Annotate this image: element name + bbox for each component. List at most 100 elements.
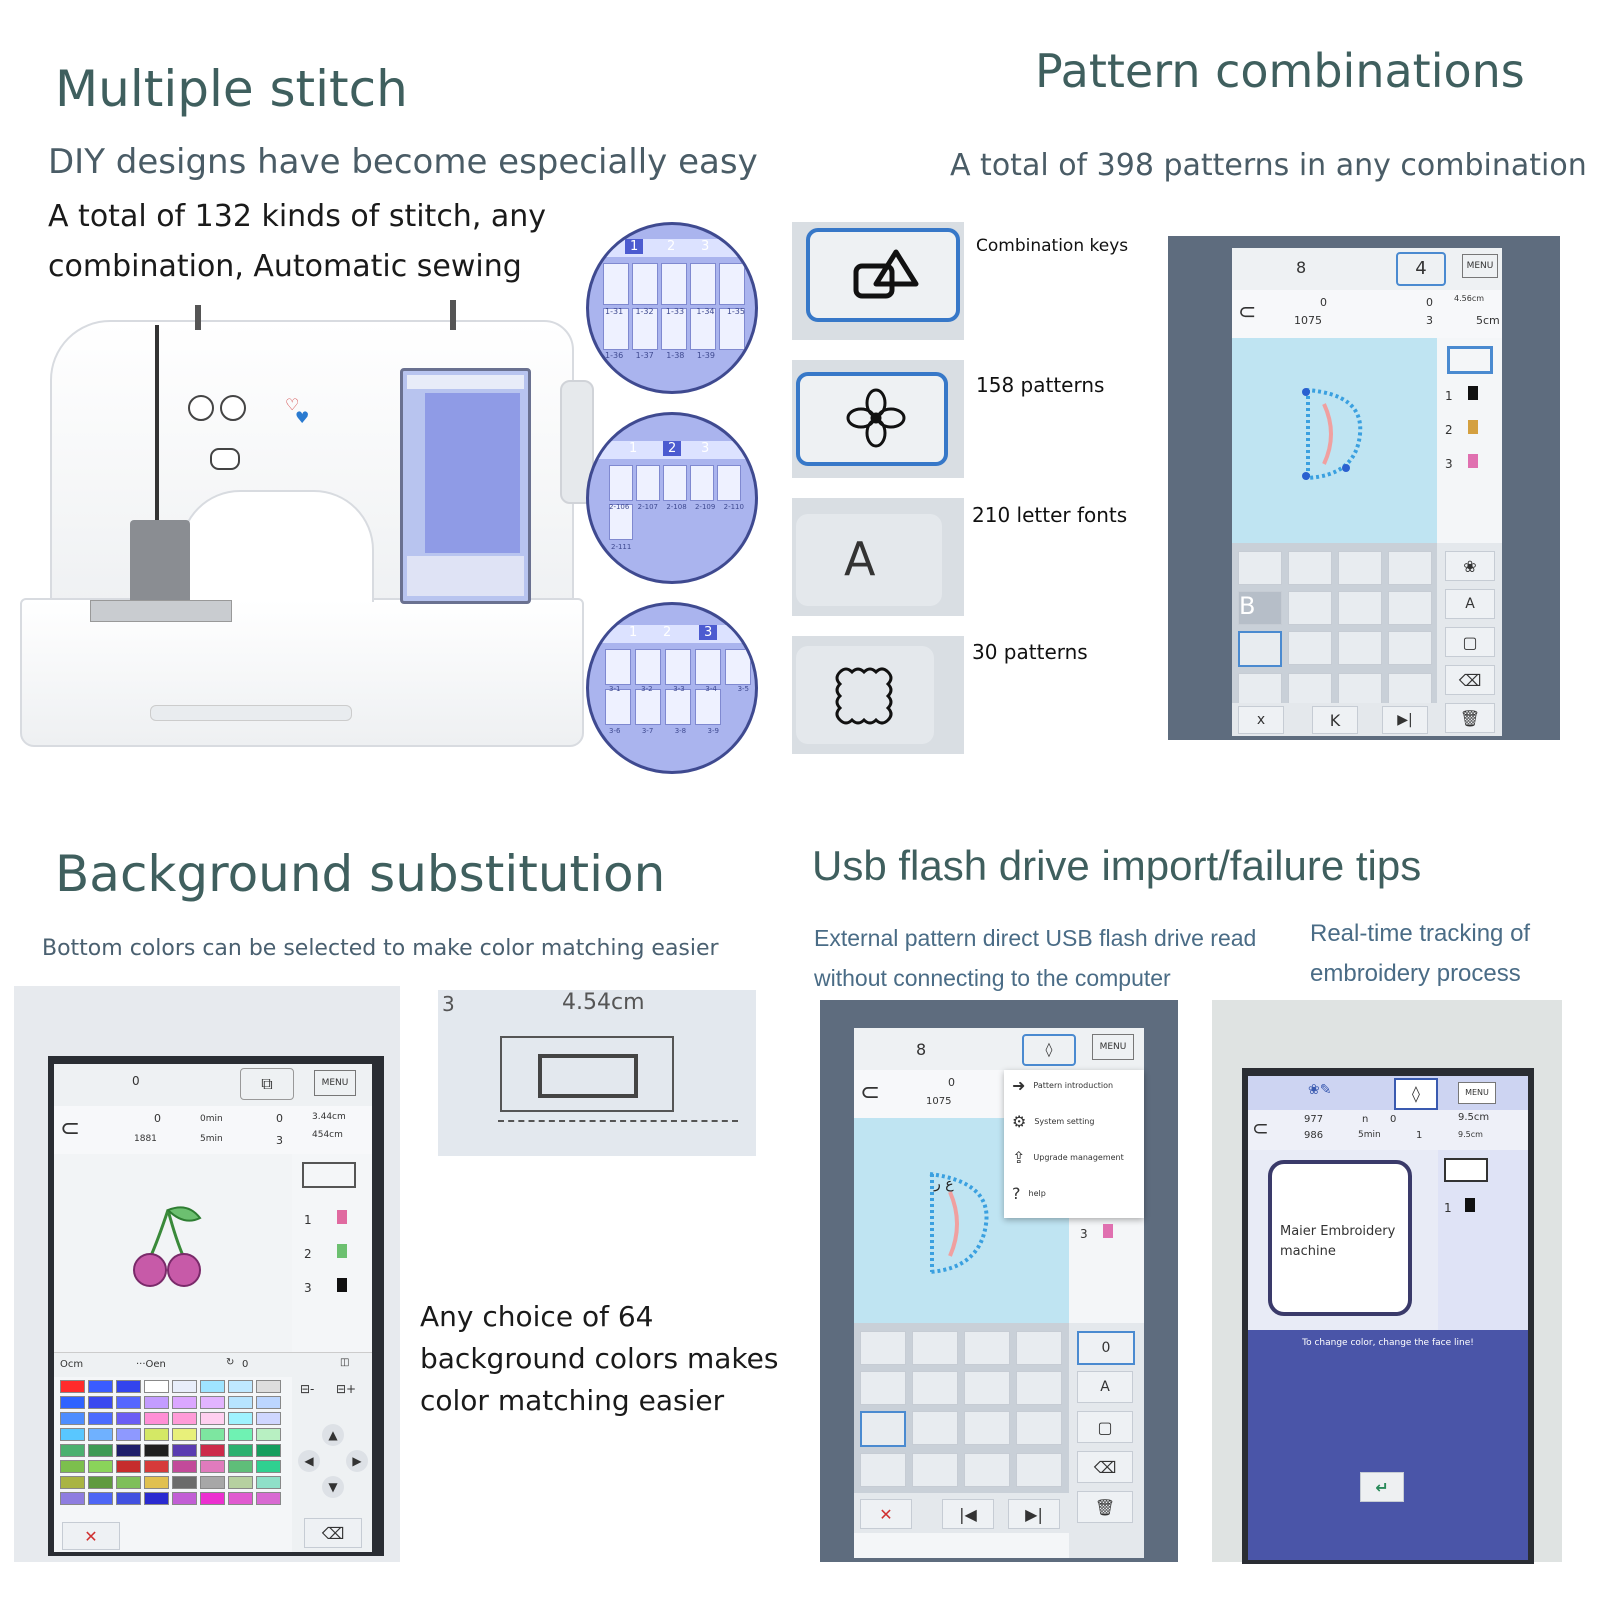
stitch-cell[interactable]	[661, 308, 687, 350]
usb-drop-button[interactable]: ◊	[1022, 1034, 1076, 1066]
menu-item-upgrade-management[interactable]: ⇪ Upgrade management	[1012, 1148, 1136, 1167]
color-swatch[interactable]	[172, 1428, 197, 1441]
color-swatch[interactable]	[88, 1380, 113, 1393]
circle-1-tab-1[interactable]: 1	[625, 239, 644, 254]
letter-cell[interactable]	[1288, 673, 1332, 707]
patterns-158-button[interactable]	[796, 372, 948, 466]
letter-key-button[interactable]: A	[1445, 589, 1495, 619]
stitch-cell[interactable]	[690, 308, 716, 350]
color-swatch[interactable]	[200, 1396, 225, 1409]
letter-cell[interactable]	[1388, 591, 1432, 625]
color-swatch[interactable]	[88, 1492, 113, 1505]
thread-row-3[interactable]: 3	[304, 1278, 348, 1295]
k-button[interactable]: K	[1312, 706, 1358, 734]
combination-key-button[interactable]	[806, 228, 960, 322]
color-swatch[interactable]	[116, 1492, 141, 1505]
patterns-30-button[interactable]	[796, 646, 934, 744]
menu-button[interactable]: MENU	[1458, 1082, 1496, 1104]
color-swatch[interactable]	[200, 1460, 225, 1473]
letter-cell[interactable]	[1388, 551, 1432, 585]
stitch-cell[interactable]	[661, 263, 687, 305]
next-button[interactable]: ▶|	[1008, 1499, 1060, 1529]
letter-cell[interactable]	[1238, 631, 1282, 667]
thread-row-1[interactable]: 1	[1445, 386, 1479, 403]
color-swatch[interactable]	[144, 1412, 169, 1425]
flower-edit-icon[interactable]: ❀✎	[1308, 1082, 1332, 1098]
thread-plus-button[interactable]: ⊟+	[336, 1382, 357, 1396]
down-arrow-button[interactable]: ▼	[322, 1476, 344, 1498]
letter-cell[interactable]	[1338, 631, 1382, 665]
color-swatch[interactable]	[88, 1460, 113, 1473]
stitch-cell[interactable]	[609, 465, 633, 501]
color-swatch[interactable]	[60, 1380, 85, 1393]
cancel-button[interactable]: ✕	[62, 1522, 120, 1550]
cut-button[interactable]	[220, 395, 246, 421]
color-swatch[interactable]	[88, 1428, 113, 1441]
color-swatch[interactable]	[228, 1444, 253, 1457]
letter-cell[interactable]	[860, 1371, 906, 1405]
color-swatch[interactable]	[88, 1412, 113, 1425]
letter-cell[interactable]	[1016, 1453, 1062, 1487]
letter-cell[interactable]	[912, 1453, 958, 1487]
color-swatch[interactable]	[60, 1444, 85, 1457]
stitch-cell[interactable]	[719, 263, 745, 305]
color-swatch[interactable]	[172, 1380, 197, 1393]
color-swatch[interactable]	[200, 1492, 225, 1505]
letter-cell[interactable]	[860, 1453, 906, 1487]
letter-cell[interactable]	[1238, 551, 1282, 585]
edit-key-button[interactable]: ⌫	[1445, 665, 1495, 695]
color-swatch[interactable]	[60, 1460, 85, 1473]
letter-cell[interactable]	[860, 1411, 906, 1447]
color-swatch[interactable]	[144, 1444, 169, 1457]
menu-item-help[interactable]: ? help	[1012, 1184, 1136, 1203]
stitch-cell[interactable]	[635, 689, 661, 725]
color-swatch[interactable]	[60, 1476, 85, 1489]
thread-row-1[interactable]: 1	[304, 1210, 348, 1227]
color-swatch[interactable]	[256, 1444, 281, 1457]
circle-2-tab-2[interactable]: 2	[663, 441, 682, 456]
color-swatch[interactable]	[256, 1460, 281, 1473]
circle-3-tab-3[interactable]: 3	[699, 625, 718, 640]
frame-key-button[interactable]: ▢	[1077, 1411, 1133, 1443]
color-swatch[interactable]	[116, 1412, 141, 1425]
color-swatch[interactable]	[172, 1460, 197, 1473]
color-swatch[interactable]	[60, 1396, 85, 1409]
color-swatch[interactable]	[172, 1476, 197, 1489]
color-swatch[interactable]	[144, 1396, 169, 1409]
color-swatch[interactable]	[200, 1428, 225, 1441]
reverse-button[interactable]	[210, 448, 240, 470]
split-view-icon[interactable]: ◫	[340, 1357, 350, 1368]
letter-cell[interactable]	[1388, 673, 1432, 707]
stitch-cell[interactable]	[665, 689, 691, 725]
edit-key-button[interactable]: ⌫	[1077, 1451, 1133, 1483]
letter-cell[interactable]	[1016, 1371, 1062, 1405]
color-swatch[interactable]	[116, 1444, 141, 1457]
color-swatch[interactable]	[228, 1428, 253, 1441]
menu-item-pattern-introduction[interactable]: ➜ Pattern introduction	[1012, 1076, 1136, 1095]
letter-cell[interactable]	[860, 1331, 906, 1365]
color-swatch[interactable]	[228, 1396, 253, 1409]
color-swatch[interactable]	[116, 1476, 141, 1489]
hoop-icon[interactable]	[302, 1162, 356, 1188]
menu-button[interactable]: MENU	[1092, 1034, 1134, 1060]
color-swatch[interactable]	[200, 1476, 225, 1489]
color-swatch[interactable]	[256, 1396, 281, 1409]
hoop-icon[interactable]	[1444, 1158, 1488, 1182]
thread-row-1[interactable]: 1	[1444, 1198, 1476, 1215]
color-swatch[interactable]	[88, 1396, 113, 1409]
thread-row-2[interactable]: 2	[304, 1244, 348, 1261]
cancel-button[interactable]: x	[1238, 706, 1284, 734]
color-swatch[interactable]	[256, 1428, 281, 1441]
stitch-cell[interactable]	[603, 308, 629, 350]
stitch-cell[interactable]	[690, 465, 714, 501]
letter-cell[interactable]	[1016, 1331, 1062, 1365]
drop-button[interactable]: ◊	[1394, 1078, 1438, 1110]
color-swatch[interactable]	[200, 1444, 225, 1457]
letter-cell[interactable]	[964, 1331, 1010, 1365]
cancel-button[interactable]: ✕	[860, 1499, 912, 1529]
color-swatch[interactable]	[144, 1476, 169, 1489]
color-swatch[interactable]	[172, 1444, 197, 1457]
stitch-cell[interactable]	[635, 649, 661, 685]
color-swatch[interactable]	[116, 1396, 141, 1409]
stitch-cell[interactable]	[632, 263, 658, 305]
